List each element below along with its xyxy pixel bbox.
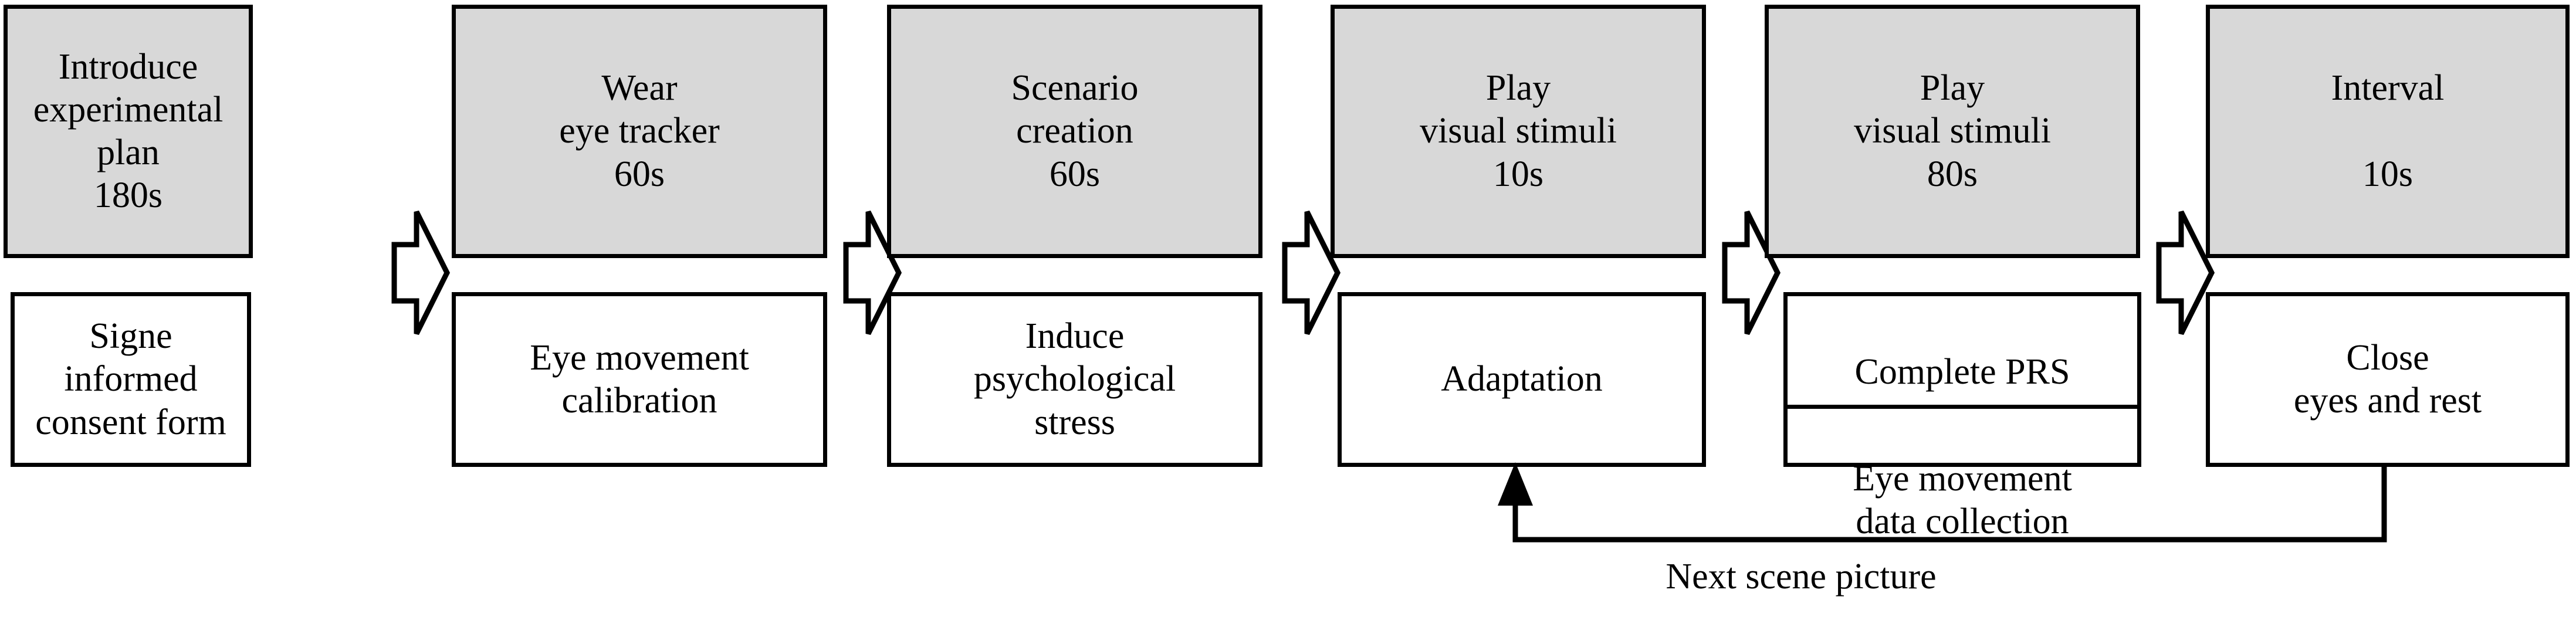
task-row-eye-movement-data-collection: Eye movement data collection <box>1853 458 2072 541</box>
phase-box-wear-eye-tracker: Wear eye tracker 60s <box>452 5 827 258</box>
phase-box-interval: Interval 10s <box>2206 5 2570 258</box>
block-arrow-right-icon-1 <box>375 208 451 337</box>
phase-box-play-visual-stimuli-80s: Play visual stimuli 80s <box>1765 5 2140 258</box>
task-row-complete-prs: Complete PRS <box>1788 339 2137 409</box>
task-box-eye-movement-calibration: Eye movement calibration <box>452 292 827 467</box>
block-arrow-right-icon-2 <box>827 208 902 337</box>
phase-box-scenario-creation: Scenario creation 60s <box>887 5 1262 258</box>
task-box-signe-informed-consent-form: Signe informed consent form <box>11 292 251 467</box>
block-arrow-right-icon-3 <box>1266 208 1341 337</box>
task-box-close-eyes-and-rest: Close eyes and rest <box>2206 292 2570 467</box>
task-box-play-visual-stimuli-80s-group: Complete PRS Eye movement data collectio… <box>1783 292 2141 541</box>
block-arrow-right-icon-4 <box>1706 208 1781 337</box>
up-arrow-icon <box>1498 462 1533 506</box>
block-arrow-right-icon-5 <box>2140 208 2215 337</box>
task-box-adaptation: Adaptation <box>1338 292 1706 467</box>
phase-box-introduce: Introduce experimental plan 180s <box>4 5 253 258</box>
feedback-loop-label: Next scene picture <box>1666 557 1937 597</box>
phase-box-play-visual-stimuli-10s: Play visual stimuli 10s <box>1331 5 1706 258</box>
task-box-induce-psychological-stress: Induce psychological stress <box>887 292 1262 467</box>
